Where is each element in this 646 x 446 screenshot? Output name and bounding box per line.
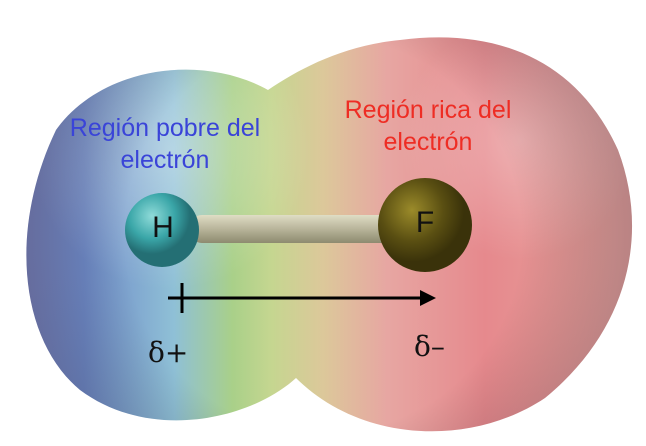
- partial-positive-charge: δ+: [148, 336, 189, 369]
- partial-negative-charge: δ–: [414, 330, 445, 363]
- fluorine-atom: [378, 178, 472, 272]
- bond: [190, 215, 395, 243]
- electron-rich-label-line2: electrón: [383, 128, 473, 156]
- fluorine-symbol: F: [415, 206, 435, 239]
- electron-poor-label-line1: Región pobre del: [69, 114, 261, 142]
- electron-rich-label: Región rica del electrón: [318, 94, 538, 158]
- electron-rich-label-line1: Región rica del: [344, 96, 512, 124]
- electron-poor-label: Región pobre del electrón: [40, 112, 290, 176]
- hydrogen-symbol: H: [152, 211, 174, 244]
- electron-poor-label-line2: electrón: [120, 146, 210, 174]
- dipole-arrow: [168, 283, 436, 313]
- hydrogen-atom: [125, 193, 199, 267]
